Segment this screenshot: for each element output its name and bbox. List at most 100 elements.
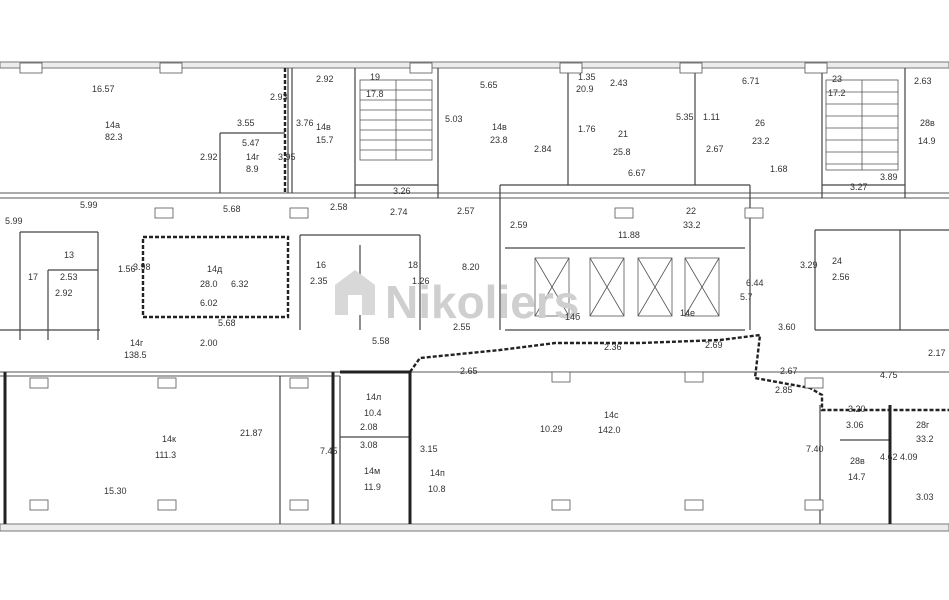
dimension-label: 2.59	[510, 220, 528, 230]
dimension-label: 2.43	[610, 78, 628, 88]
room-number: 14п	[430, 468, 445, 478]
dimension-label: 2.67	[706, 144, 724, 154]
dimension-label: 3.26	[393, 186, 411, 196]
dimension-label: 8.20	[462, 262, 480, 272]
dimension-label: 11.88	[618, 230, 640, 240]
dimension-label: 3.95	[278, 152, 296, 162]
elevator-shafts	[534, 257, 720, 317]
dimension-label: 1.68	[770, 164, 788, 174]
room-number: 18	[408, 260, 418, 270]
room-area: 17.2	[828, 88, 846, 98]
room-number: 24	[832, 256, 842, 266]
room-area: 33.2	[683, 220, 701, 230]
room-number: 16	[316, 260, 326, 270]
dimension-label: 2.93	[270, 92, 288, 102]
room-number: 28в	[920, 118, 935, 128]
room-number: 13	[64, 250, 74, 260]
dimension-label: 15.30	[104, 486, 127, 496]
dimension-label: 3.06	[846, 420, 864, 430]
room-number: 14б	[565, 312, 580, 322]
room-number: 14в	[316, 122, 331, 132]
dimension-label: 2.67	[780, 366, 798, 376]
room-area: 82.3	[105, 132, 123, 142]
room-number: 14к	[162, 434, 176, 444]
room-number: 21	[618, 129, 628, 139]
dimension-label: 2.08	[360, 422, 378, 432]
dimension-label: 1.56	[118, 264, 136, 274]
dimension-label: 2.85	[775, 385, 793, 395]
dimension-label: 4.62	[880, 452, 898, 462]
room-area: 142.0	[598, 425, 621, 435]
dimension-label: 6.71	[742, 76, 760, 86]
dimension-label: 5.68	[223, 204, 241, 214]
dimension-label: 2.84	[534, 144, 552, 154]
room-area: 138.5	[124, 350, 147, 360]
dimension-label: 3.55	[237, 118, 255, 128]
dimension-label: 5.68	[218, 318, 236, 328]
dimension-label: 1.76	[578, 124, 596, 134]
dimension-label: 2.36	[604, 342, 622, 352]
dimension-label: 2.65	[460, 366, 478, 376]
room-area: 14.9	[918, 136, 936, 146]
dimension-label: 5.47	[242, 138, 260, 148]
room-area: 111.3	[155, 450, 176, 460]
room-area: 23.8	[490, 135, 508, 145]
dimension-label: 3.60	[778, 322, 796, 332]
dimension-label: 4.75	[880, 370, 898, 380]
room-area: 14.7	[848, 472, 866, 482]
dimension-label: 6.67	[628, 168, 646, 178]
room-number: 14в	[492, 122, 507, 132]
dimension-label: 2.56	[832, 272, 850, 282]
dimension-label: 3.76	[296, 118, 314, 128]
dimension-label: 5.99	[80, 200, 98, 210]
dimension-label: 5.58	[372, 336, 390, 346]
dimension-label: 5.35	[676, 112, 694, 122]
dimension-label: 2.58	[330, 202, 348, 212]
room-number: 28г	[916, 420, 930, 430]
dimension-label: 21.87	[240, 428, 263, 438]
dimension-label: 7.45	[320, 446, 338, 456]
room-area: 23.2	[752, 136, 770, 146]
dimension-label: 2.92	[55, 288, 73, 298]
room-number: 17	[28, 272, 38, 282]
dimension-label: 2.92	[316, 74, 334, 84]
watermark-text: Nikoliers	[385, 276, 579, 328]
dimension-label: 10.29	[540, 424, 563, 434]
room-area: 10.8	[428, 484, 446, 494]
room-number: 14с	[604, 410, 619, 420]
dimension-label: 3.89	[880, 172, 898, 182]
dimension-label: 3.98	[133, 262, 151, 272]
room-area: 33.2	[916, 434, 934, 444]
dimension-label: 6.32	[231, 279, 249, 289]
room-area: 8.9	[246, 164, 259, 174]
room-number: 14л	[366, 392, 381, 402]
room-labels: 16.57 14а 82.3 2.93 3.55 5.47 14г 8.9 2.…	[5, 72, 946, 502]
dimension-label: 5.99	[5, 216, 23, 226]
dimension-label: 4.09	[900, 452, 918, 462]
dimension-label: 3.27	[850, 182, 868, 192]
dimension-label: 2.55	[453, 322, 471, 332]
dimension-label: 5.03	[445, 114, 463, 124]
dimension-label: 5.65	[480, 80, 498, 90]
dimension-label: 3.15	[420, 444, 438, 454]
dimension-label: 2.17	[928, 348, 946, 358]
room-area: 25.8	[613, 147, 631, 157]
outer-walls	[0, 61, 949, 532]
dimension-label: 6.02	[200, 298, 218, 308]
dimension-label: 16.57	[92, 84, 115, 94]
dimension-label: 2.53	[60, 272, 78, 282]
dimension-label: 3.03	[916, 492, 934, 502]
dimension-label: 2.63	[914, 76, 932, 86]
room-area: 28.0	[200, 279, 218, 289]
dimension-label: 7.40	[806, 444, 824, 454]
room-area: 20.9	[576, 84, 594, 94]
dimension-label: 1.26	[412, 276, 430, 286]
dimension-label: 1.11	[703, 112, 720, 122]
room-area: 10.4	[364, 408, 382, 418]
room-number: 19	[370, 72, 380, 82]
room-number: 14г	[130, 338, 144, 348]
room-number: 23	[832, 74, 842, 84]
staircases	[359, 79, 899, 171]
room-number: 14а	[105, 120, 120, 130]
